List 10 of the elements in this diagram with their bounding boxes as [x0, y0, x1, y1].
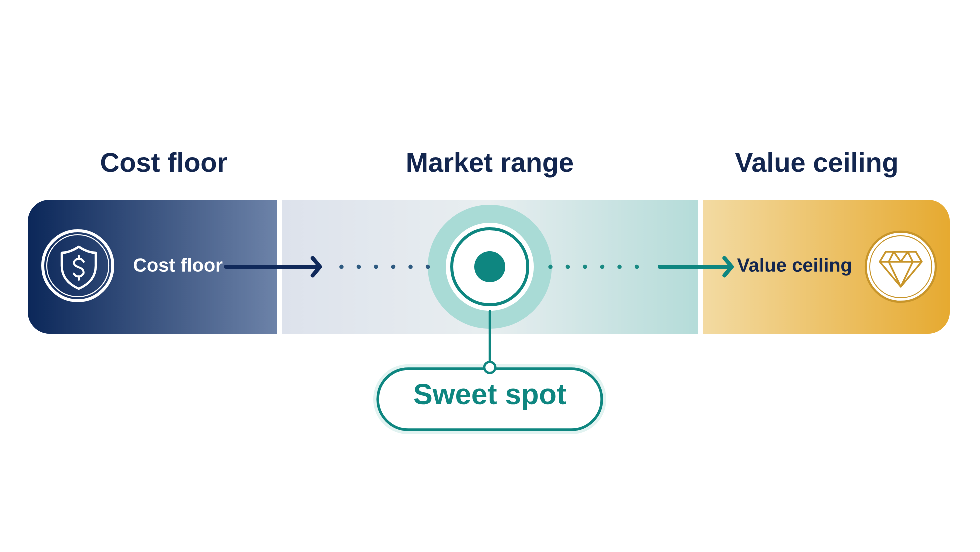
leader-line — [483, 310, 497, 374]
heading: Market range — [408, 152, 574, 178]
pill-box: Sweet spot — [374, 364, 606, 434]
label: Cost floor — [134, 258, 223, 272]
arrow — [224, 256, 322, 278]
heading: Value ceiling — [735, 152, 897, 178]
label: Value ceiling — [737, 258, 852, 276]
arrow — [658, 256, 734, 278]
target-marker — [446, 223, 534, 311]
heading: Cost floor — [101, 152, 228, 172]
